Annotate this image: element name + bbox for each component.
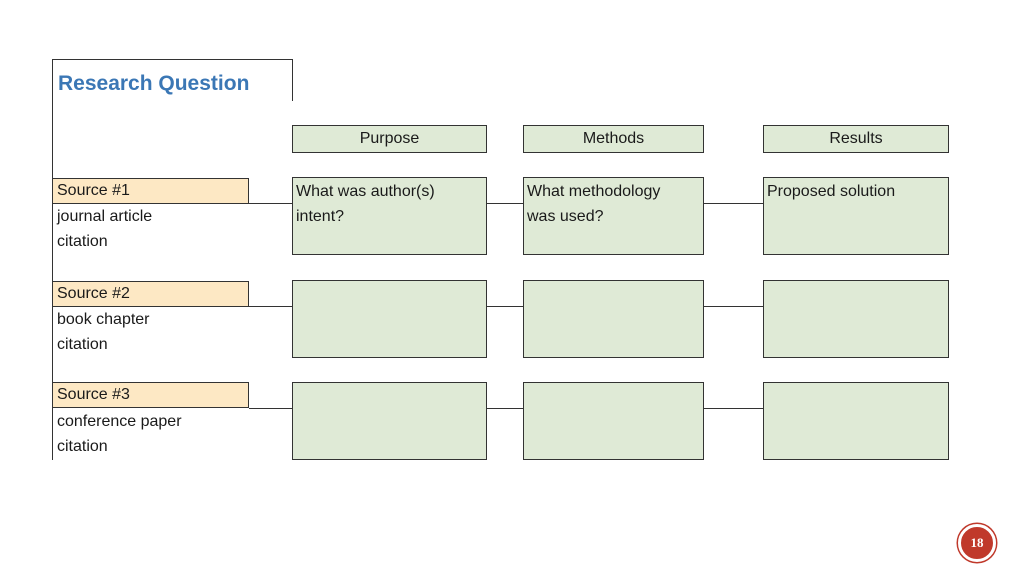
source-3-label: Source #3 [53,382,249,408]
source-1-purpose-line-1: What was author(s) [296,183,435,200]
source-3-type: conference paper [57,413,182,430]
source-2-methods-cell [523,280,704,358]
source-3-methods-cell [523,382,704,460]
source-1-label: Source #1 [53,178,249,204]
source-2-results-cell [763,280,949,358]
connector-line [704,203,763,204]
source-2-label: Source #2 [53,281,249,307]
connector-line [487,203,523,204]
connector-line [704,408,763,409]
header-results: Results [763,125,949,153]
source-1-results-cell: Proposed solution [763,177,949,255]
left-connector-line [52,59,53,460]
source-2-purpose-cell [292,280,487,358]
source-1-methods-cell: What methodology was used? [523,177,704,255]
connector-line [249,306,292,307]
source-1-methods-line-1: What methodology [527,183,661,200]
connector-line [487,306,523,307]
source-3-citation: citation [57,438,108,455]
source-1-purpose-cell: What was author(s) intent? [292,177,487,255]
source-1-results-line-1: Proposed solution [767,183,896,200]
connector-line [249,408,292,409]
source-2-type: book chapter [57,311,150,328]
source-1-citation: citation [57,233,108,250]
connector-line [249,203,292,204]
source-1-methods-line-2: was used? [527,208,604,225]
source-3-results-cell [763,382,949,460]
source-3-purpose-cell [292,382,487,460]
connector-line [704,306,763,307]
connector-line [487,408,523,409]
research-question-title: Research Question [58,72,250,95]
page-number-badge: 18 [958,524,996,562]
header-methods: Methods [523,125,704,153]
source-1-purpose-line-2: intent? [296,208,345,225]
source-1-type: journal article [57,208,153,225]
header-purpose: Purpose [292,125,487,153]
research-question-box [52,59,293,101]
source-2-citation: citation [57,336,108,353]
